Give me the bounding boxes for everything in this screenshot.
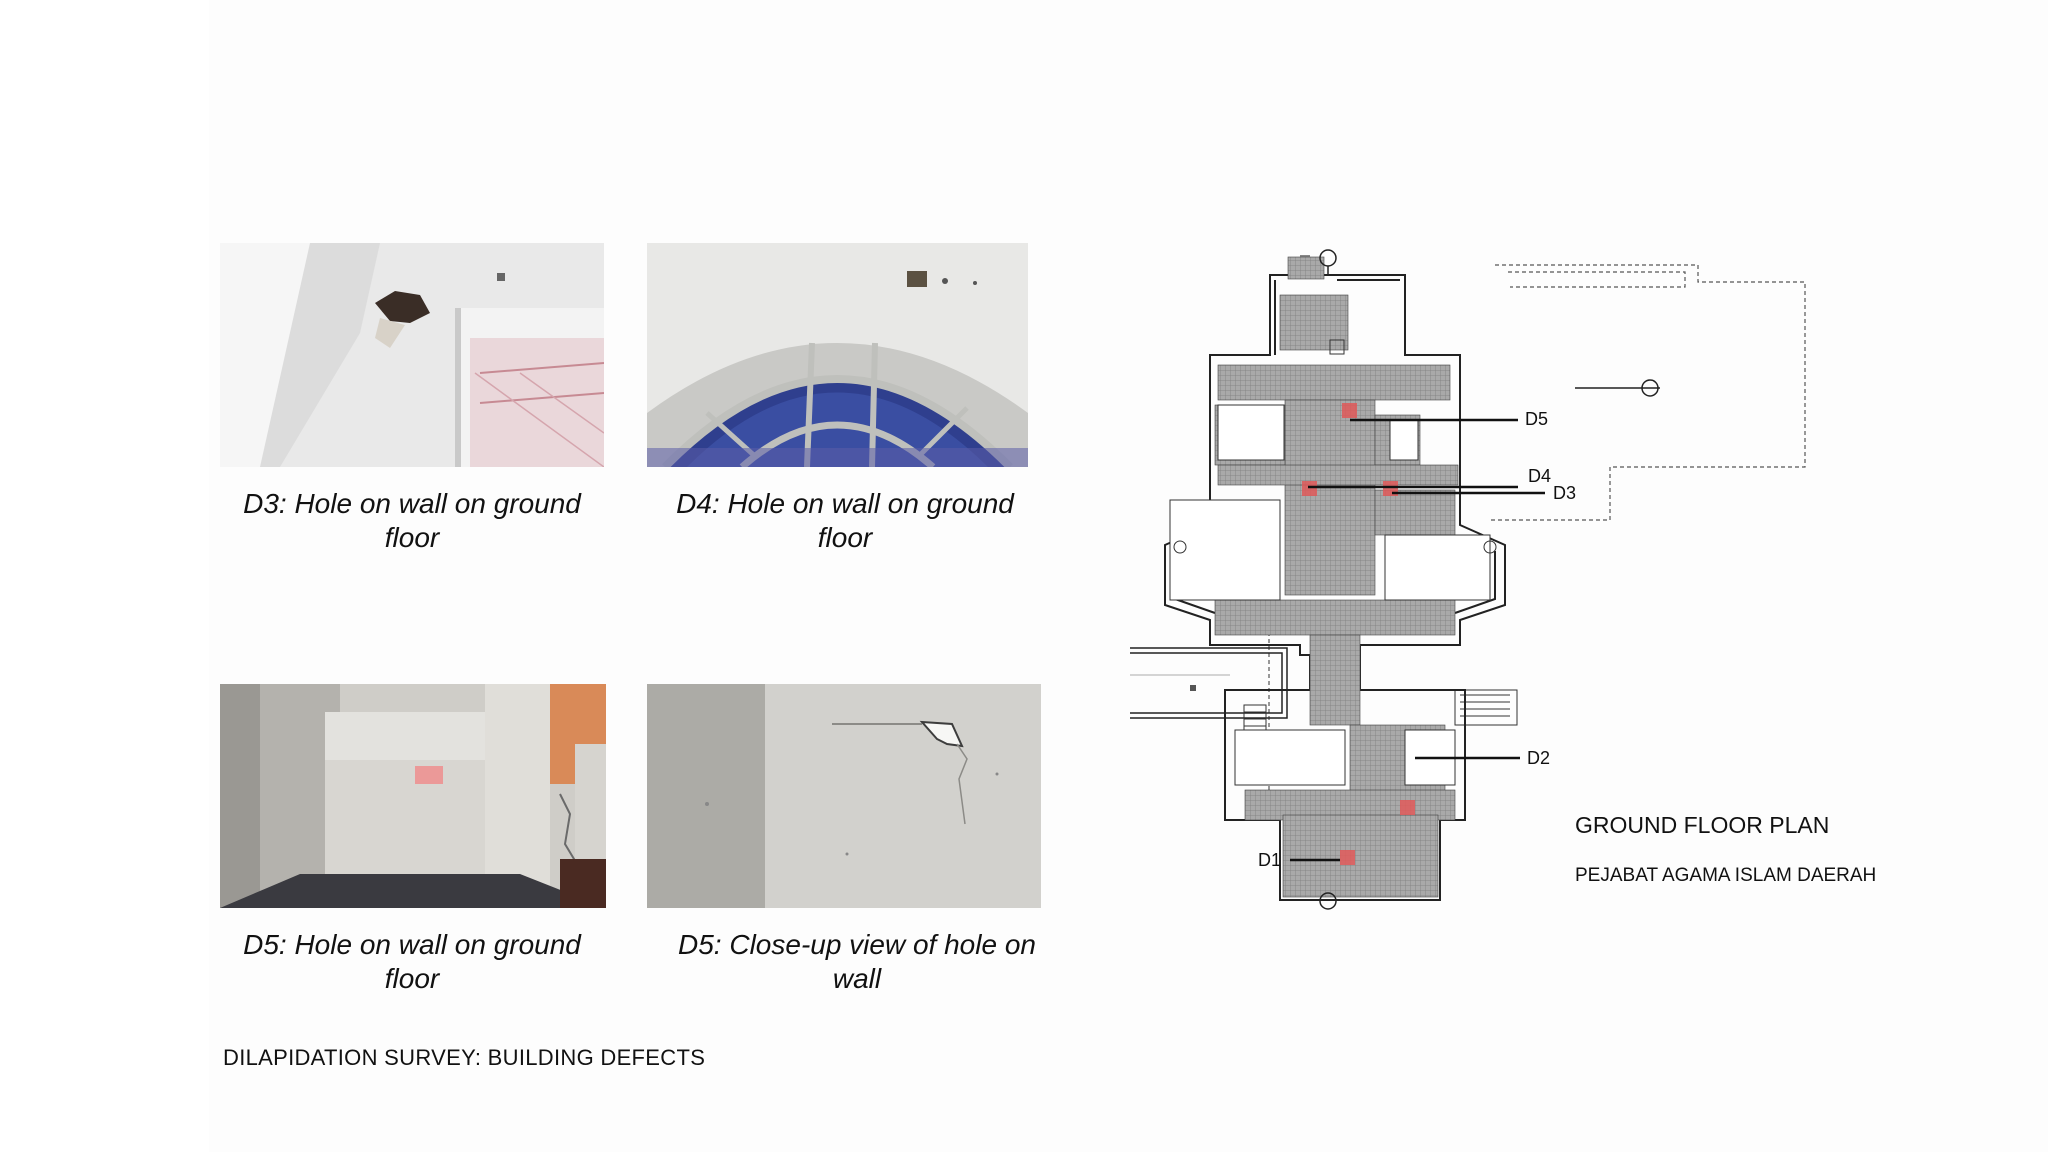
photo-d5-closeup — [647, 684, 1041, 908]
marker-d4: D4 — [1528, 466, 1551, 486]
caption-d3: D3: Hole on wall on ground floor — [243, 488, 581, 553]
photo-d5-corridor — [220, 684, 606, 908]
marker-d2: D2 — [1527, 748, 1550, 768]
plan-title: GROUND FLOOR PLAN — [1575, 812, 1830, 838]
photo-d4 — [647, 243, 1028, 467]
marker-d3: D3 — [1553, 483, 1576, 503]
footer-title: DILAPIDATION SURVEY: BUILDING DEFECTS — [223, 1045, 706, 1070]
ground-floor-plan: D5 D4 D3 D2 D1 — [1130, 249, 1806, 910]
caption-d5: D5: Hole on wall on ground floor — [243, 929, 581, 994]
slide-background — [209, 0, 2048, 1152]
marker-d5: D5 — [1525, 409, 1548, 429]
marker-d1: D1 — [1258, 850, 1281, 870]
plan-subtitle: PEJABAT AGAMA ISLAM DAERAH — [1575, 865, 1877, 886]
caption-d4: D4: Hole on wall on ground floor — [676, 488, 1014, 553]
caption-d5-closeup: D5: Close-up view of hole on wall — [678, 929, 1036, 994]
photo-d3 — [220, 243, 604, 467]
